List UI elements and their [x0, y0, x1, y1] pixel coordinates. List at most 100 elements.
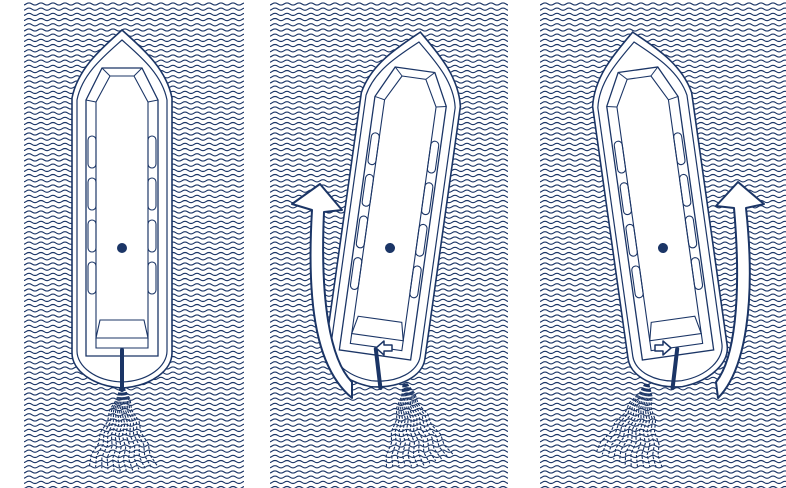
wash-streak — [391, 384, 404, 467]
wash-streak — [404, 383, 431, 464]
wave-line — [540, 433, 786, 438]
hull-inner — [597, 41, 723, 382]
stern-push-arrow — [654, 340, 672, 356]
rudder — [373, 347, 383, 391]
wave-line — [540, 470, 786, 474]
cabin-outline — [616, 75, 704, 352]
wave-line — [540, 428, 786, 433]
wash-streak — [123, 387, 152, 468]
port-window — [367, 132, 380, 166]
wave-line — [270, 392, 508, 396]
starboard-window — [147, 177, 157, 211]
starboard-window — [684, 215, 698, 249]
bow-corner-lines — [85, 67, 159, 103]
propeller-wash — [88, 387, 158, 472]
wave-line — [24, 17, 244, 22]
wave-line — [540, 423, 786, 427]
starboard-window — [147, 135, 157, 169]
wave-line — [24, 2, 244, 6]
wash-streak — [618, 383, 648, 463]
wave-line — [540, 17, 786, 22]
boat — [325, 31, 462, 388]
starboard-window — [415, 223, 428, 257]
port-window — [355, 215, 369, 249]
wash-streak — [385, 384, 404, 467]
stern-hatch — [350, 315, 404, 342]
wash-streak — [648, 384, 663, 469]
wash-streak — [405, 383, 437, 462]
panel-turn-right — [591, 31, 765, 469]
wave-line — [24, 439, 244, 443]
wave-line — [270, 439, 508, 443]
water-flow-arrow — [291, 183, 353, 399]
port-window — [631, 265, 644, 299]
wave-line — [24, 397, 244, 401]
starboard-window — [421, 182, 434, 216]
wave-line — [270, 470, 508, 474]
wave-line — [540, 12, 786, 17]
wave-line — [270, 444, 508, 448]
wave-line — [540, 444, 786, 448]
wave-line — [270, 413, 508, 417]
wave-line — [270, 23, 508, 27]
bow-corner-lines — [374, 66, 447, 108]
wash-streak — [648, 384, 657, 468]
wave-line — [24, 23, 244, 27]
wave-line — [270, 423, 508, 427]
wave-line — [540, 2, 786, 6]
wave-line — [270, 12, 508, 17]
wash-streak — [122, 387, 146, 469]
wash-streak — [405, 383, 443, 460]
wave-line — [270, 418, 508, 422]
wash-streak — [404, 383, 419, 467]
stern-hatch — [649, 315, 703, 342]
wave-line — [24, 470, 244, 474]
wave-line — [24, 392, 244, 396]
wash-streak — [613, 383, 647, 460]
wave-line — [540, 7, 786, 11]
wave-line — [24, 387, 244, 391]
wave-line — [24, 12, 244, 17]
propeller-wash — [385, 383, 454, 467]
wash-streak — [106, 387, 122, 470]
port-window — [87, 177, 97, 211]
wave-line — [270, 480, 508, 485]
wave-line — [24, 28, 244, 32]
wave-line — [540, 407, 786, 412]
wave-line — [540, 397, 786, 401]
propeller-wash — [595, 383, 663, 469]
port-window — [349, 257, 363, 290]
pivot-point — [658, 243, 668, 253]
wave-line — [270, 38, 508, 43]
wave-line — [270, 449, 508, 453]
wave-line — [270, 2, 508, 6]
wave-line — [270, 475, 508, 479]
wave-line — [24, 7, 244, 11]
wash-streak — [88, 387, 121, 467]
stern-hatch — [95, 319, 149, 339]
wave-line — [24, 33, 244, 37]
wash-streak — [624, 383, 648, 465]
wave-line — [540, 459, 786, 464]
wash-streak — [607, 383, 647, 458]
wash-streak — [403, 383, 413, 467]
wash-streak — [401, 384, 406, 467]
boat-group — [591, 31, 728, 391]
wave-line — [540, 49, 786, 53]
wave-line — [540, 387, 786, 391]
wave-line — [24, 459, 244, 464]
rudder — [670, 347, 680, 391]
wash-streak — [123, 387, 158, 467]
port-window — [625, 223, 638, 257]
wave-line — [24, 480, 244, 485]
pivot-point — [117, 243, 127, 253]
wave-line — [540, 413, 786, 417]
wash-streak — [122, 387, 140, 470]
wash-streak — [641, 384, 650, 468]
wave-line — [540, 480, 786, 485]
wash-streak — [601, 383, 646, 455]
wave-line — [270, 43, 508, 48]
wave-line — [270, 459, 508, 464]
starboard-window — [426, 140, 440, 174]
